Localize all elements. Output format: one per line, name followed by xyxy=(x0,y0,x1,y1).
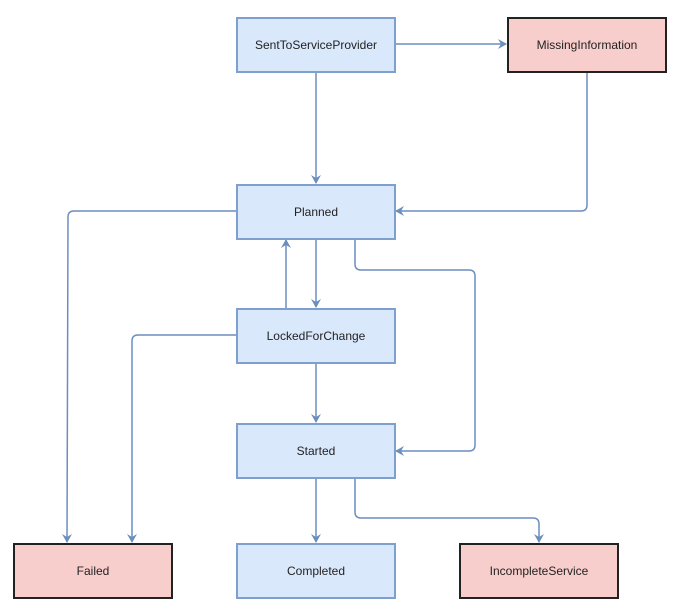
state-label: SentToServiceProvider xyxy=(254,38,378,52)
state-started[interactable]: Started xyxy=(236,423,396,479)
edge-started-to-incomplete xyxy=(354,478,544,543)
state-label: Failed xyxy=(76,564,110,578)
edge-planned-to-failed xyxy=(62,210,236,543)
state-label: LockedForChange xyxy=(266,329,366,343)
state-incomplete-service[interactable]: IncompleteService xyxy=(459,543,619,599)
state-completed[interactable]: Completed xyxy=(236,543,396,599)
state-missing-information[interactable]: MissingInformation xyxy=(507,17,667,73)
state-label: MissingInformation xyxy=(536,38,638,52)
state-sent-to-service-provider[interactable]: SentToServiceProvider xyxy=(236,17,396,73)
state-planned[interactable]: Planned xyxy=(236,184,396,240)
edge-missing-to-planned xyxy=(395,72,588,216)
edge-locked-to-failed xyxy=(127,334,236,543)
state-locked-for-change[interactable]: LockedForChange xyxy=(236,308,396,364)
state-label: IncompleteService xyxy=(489,564,589,578)
state-label: Planned xyxy=(293,205,339,219)
state-label: Completed xyxy=(286,564,346,578)
state-failed[interactable]: Failed xyxy=(13,543,173,599)
state-label: Started xyxy=(296,444,336,458)
edge-planned-to-started xyxy=(354,239,476,456)
